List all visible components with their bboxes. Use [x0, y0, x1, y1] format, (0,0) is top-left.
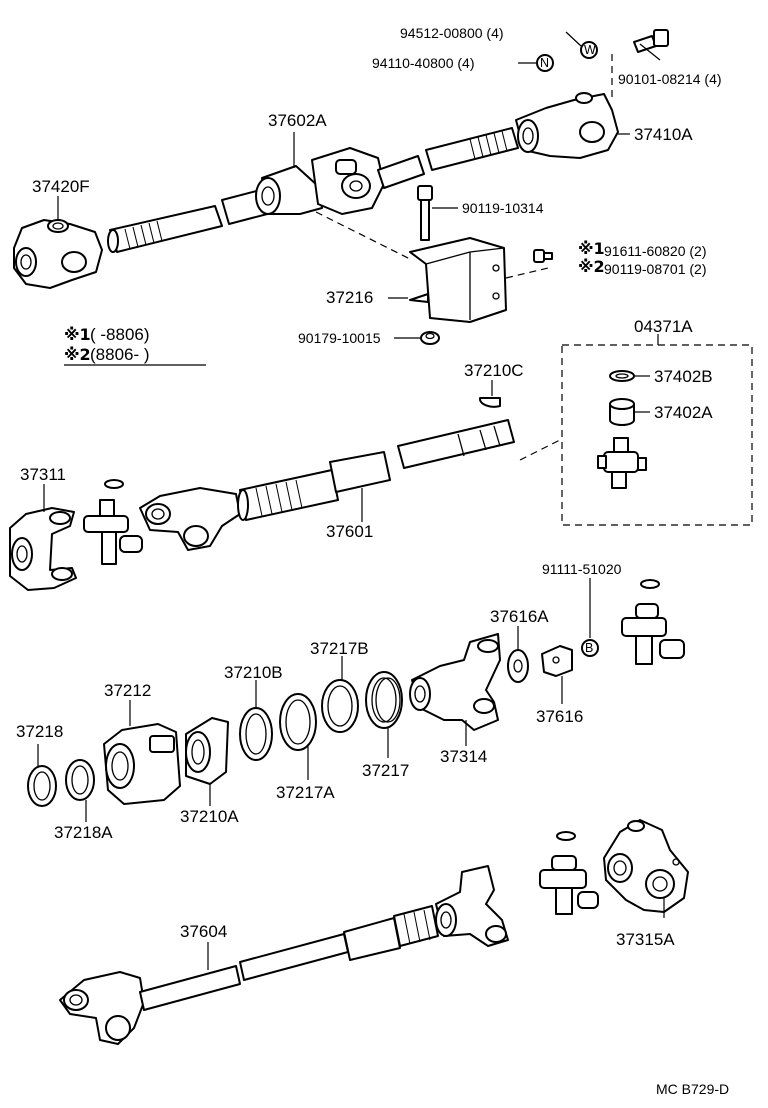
washer-37616A: [507, 649, 529, 683]
shaft-top-left: [107, 187, 276, 253]
diagram-code: MC B729-D: [656, 1081, 729, 1097]
kit-04371A-box: [561, 344, 753, 526]
label-37604: 37604: [180, 922, 227, 941]
snap-ring-top-37311: [104, 479, 124, 489]
label-37216: 37216: [326, 288, 373, 307]
label-94512-00800: 94512-00800 (4): [400, 25, 504, 41]
label-37402A: 37402A: [654, 403, 713, 422]
washer-37217A: [279, 693, 317, 751]
washer-37217B: [321, 679, 359, 733]
snap-ring-37210B: [239, 707, 273, 761]
legend-mark-2: ※2: [64, 345, 91, 364]
label-94110-40800: 94110-40800 (4): [372, 55, 474, 71]
label-37602A: 37602A: [268, 111, 327, 130]
snap-ring-bottom: [556, 831, 576, 841]
bracket-37216: [409, 237, 507, 323]
flange-yoke-37410A: [515, 92, 619, 159]
washer-w-icon: [580, 41, 598, 59]
label-37601: 37601: [326, 522, 373, 541]
bearing-37210A: [185, 717, 229, 785]
label-37210B: 37210B: [224, 663, 283, 682]
label-37217B: 37217B: [310, 639, 369, 658]
seal-37218A: [65, 759, 95, 801]
bolt-90119-10314: [417, 185, 433, 241]
bolt-b-marker: B: [585, 641, 593, 655]
label-90119-08701: 90119-08701 (2): [604, 261, 706, 277]
label-37616: 37616: [536, 707, 583, 726]
label-04371A: 04371A: [634, 317, 693, 336]
legend-mark-1: ※1: [64, 325, 91, 344]
yoke-37314: [409, 633, 501, 731]
shaft-37604: [139, 905, 439, 1011]
bearing-cup-37402A: [609, 398, 635, 426]
yoke-37311: [9, 507, 77, 591]
label-37410A: 37410A: [634, 125, 693, 144]
legend-text-2: (8806- ): [90, 345, 150, 364]
yoke-37420F: [13, 219, 103, 289]
nut-n-marker: N: [540, 56, 549, 70]
label-37311: 37311: [20, 465, 66, 484]
label-37210C: 37210C: [464, 361, 524, 380]
seal-37217: [365, 671, 403, 729]
label-37217A: 37217A: [276, 783, 335, 802]
shaft-top-middle: [377, 127, 519, 189]
label-37212: 37212: [104, 681, 151, 700]
label-37218A: 37218A: [54, 823, 113, 842]
yoke-front-37601: [139, 487, 241, 551]
snap-ring-37402B: [609, 370, 635, 382]
label-90119-10314: 90119-10314: [462, 200, 544, 216]
nut-n-icon: [536, 54, 554, 72]
flange-yoke-37315A: [603, 819, 689, 913]
label-37420F: 37420F: [32, 177, 90, 196]
yoke-bottom-right: [435, 865, 509, 947]
label-37315A: 37315A: [616, 930, 675, 949]
ref-mark-2: ※2: [578, 257, 605, 276]
label-37210A: 37210A: [180, 807, 239, 826]
key-37210C: [478, 397, 501, 408]
seal-37218: [27, 765, 57, 807]
label-37217: 37217: [362, 761, 409, 780]
spider-bottom: [539, 855, 599, 915]
bolt-90101-08214: [633, 29, 669, 53]
bolt-91611-60820: [533, 249, 553, 263]
sleeve-yoke-37602A: [255, 147, 385, 215]
bolt-b-icon: [581, 639, 599, 657]
ref-mark-1: ※1: [578, 239, 605, 258]
spider-right: [621, 603, 685, 665]
label-37616A: 37616A: [490, 607, 549, 626]
spider-in-kit: [597, 437, 647, 489]
yoke-bottom-left-37604: [59, 971, 145, 1045]
washer-w-marker: W: [584, 43, 596, 57]
label-37314: 37314: [440, 747, 487, 766]
label-37218: 37218: [16, 722, 63, 741]
snap-ring-right: [640, 579, 660, 589]
label-91611-60820: 91611-60820 (2): [604, 243, 706, 259]
label-90101-08214: 90101-08214 (4): [618, 71, 722, 87]
shaft-37601: [237, 419, 515, 521]
label-37402B: 37402B: [654, 367, 713, 386]
spider-37311: [83, 499, 143, 565]
legend-text-1: ( -8806): [90, 325, 150, 344]
plate-37616: [541, 645, 573, 677]
label-91111-51020: 91111-51020: [542, 561, 622, 577]
label-90179-10015: 90179-10015: [298, 330, 381, 346]
housing-37212: [103, 723, 181, 805]
nut-90179-10015: [420, 331, 440, 345]
